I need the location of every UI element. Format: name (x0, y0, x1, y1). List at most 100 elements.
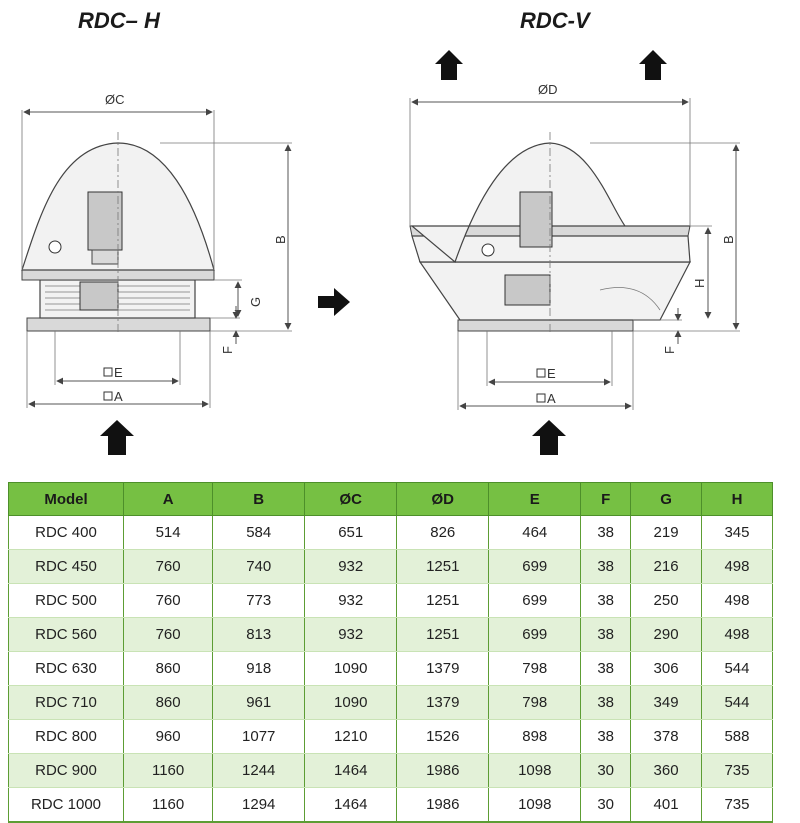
table-header-row: Model A B ØC ØD E F G H (8, 482, 774, 516)
table-cell: 860 (122, 651, 214, 686)
table-cell: 798 (488, 685, 582, 720)
airflow-in-arrow-icon (532, 420, 566, 455)
table-cell: 735 (700, 753, 774, 788)
table-cell: 498 (700, 549, 774, 584)
column-header: G (630, 482, 702, 516)
table-cell: RDC 710 (8, 685, 124, 720)
table-cell: RDC 560 (8, 617, 124, 652)
table-cell: 1294 (212, 787, 306, 823)
dim-label-a-left: A (114, 389, 123, 404)
dim-label-h: H (692, 279, 707, 288)
table-cell: 773 (212, 583, 306, 618)
table-cell: 1464 (304, 753, 398, 788)
column-header: A (122, 482, 214, 516)
table-cell: 498 (700, 617, 774, 652)
column-header: ØD (396, 482, 490, 516)
table-cell: 1098 (488, 787, 582, 823)
column-header: B (212, 482, 306, 516)
table-cell: RDC 800 (8, 719, 124, 754)
table-cell: 290 (630, 617, 702, 652)
table-cell: 798 (488, 651, 582, 686)
table-cell: 1098 (488, 753, 582, 788)
table-cell: 349 (630, 685, 702, 720)
table-cell: 1090 (304, 685, 398, 720)
table-cell: 216 (630, 549, 702, 584)
table-cell: 826 (396, 515, 490, 550)
table-cell: 1244 (212, 753, 306, 788)
table-cell: 932 (304, 617, 398, 652)
table-cell: 699 (488, 549, 582, 584)
table-cell: RDC 450 (8, 549, 124, 584)
table-cell: 464 (488, 515, 582, 550)
table-cell: 498 (700, 583, 774, 618)
table-cell: 813 (212, 617, 306, 652)
dim-label-b-left: B (273, 235, 288, 244)
table-cell: 1986 (396, 787, 490, 823)
column-header: Model (8, 482, 124, 516)
dim-label-oc: ØC (105, 92, 125, 107)
table-cell: 1464 (304, 787, 398, 823)
column-header: H (700, 482, 774, 516)
table-cell: 1379 (396, 651, 490, 686)
table-cell: RDC 630 (8, 651, 124, 686)
table-cell: 1251 (396, 617, 490, 652)
table-cell: RDC 1000 (8, 787, 124, 823)
table-cell: 932 (304, 549, 398, 584)
table-cell: 760 (122, 583, 214, 618)
table-cell: 30 (580, 787, 632, 823)
airflow-out-right-arrow-icon (639, 50, 667, 80)
table-cell: 38 (580, 617, 632, 652)
table-cell: 38 (580, 583, 632, 618)
table-cell: 588 (700, 719, 774, 754)
table-cell: 360 (630, 753, 702, 788)
table-cell: 860 (122, 685, 214, 720)
table-cell: 918 (212, 651, 306, 686)
table-cell: 1090 (304, 651, 398, 686)
table-cell: 38 (580, 549, 632, 584)
table-cell: 38 (580, 685, 632, 720)
rdc-v-drawing: ØD B H F E A (409, 50, 740, 455)
table-cell: 544 (700, 685, 774, 720)
table-cell: 1986 (396, 753, 490, 788)
dim-label-b-right: B (721, 235, 736, 244)
table-cell: 38 (580, 719, 632, 754)
table-cell: RDC 400 (8, 515, 124, 550)
table-cell: 1160 (122, 753, 214, 788)
dim-label-f-left: F (220, 346, 235, 354)
rdc-v-title: RDC-V (520, 8, 590, 33)
table-cell: 699 (488, 583, 582, 618)
table-cell: 401 (630, 787, 702, 823)
table-cell: 250 (630, 583, 702, 618)
table-cell: 30 (580, 753, 632, 788)
rdc-h-drawing: ØC B G F E A (21, 92, 292, 455)
table-cell: 38 (580, 515, 632, 550)
dim-label-g: G (248, 297, 263, 307)
column-header: F (580, 482, 632, 516)
table-cell: 1379 (396, 685, 490, 720)
column-header: ØC (304, 482, 398, 516)
table-cell: 760 (122, 549, 214, 584)
table-cell: 1160 (122, 787, 214, 823)
table-cell: 760 (122, 617, 214, 652)
table-cell: 1251 (396, 583, 490, 618)
table-cell: RDC 900 (8, 753, 124, 788)
table-cell: 514 (122, 515, 214, 550)
table-cell: 735 (700, 787, 774, 823)
airflow-out-left-arrow-icon (435, 50, 463, 80)
airflow-direction-arrow-icon (318, 288, 350, 316)
table-cell: 38 (580, 651, 632, 686)
airflow-in-arrow-icon (100, 420, 134, 455)
table-cell: 345 (700, 515, 774, 550)
table-cell: 1526 (396, 719, 490, 754)
table-cell: 1210 (304, 719, 398, 754)
table-cell: 960 (122, 719, 214, 754)
